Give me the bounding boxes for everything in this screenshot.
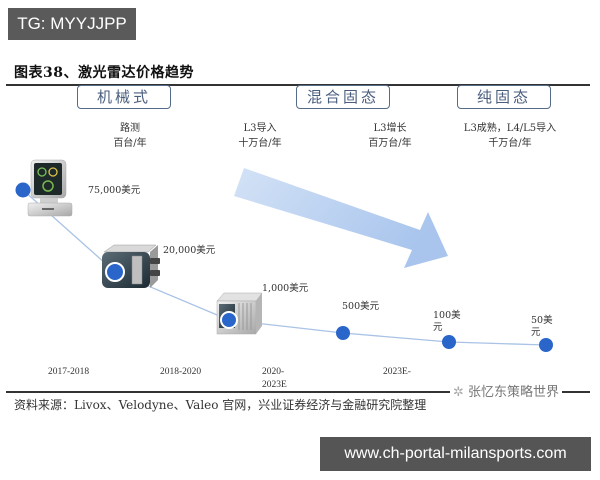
stage-note-line2: 百万台/年: [368, 138, 412, 149]
wechat-icon: ✲: [453, 385, 469, 400]
price-label-1000: 1,000美元: [262, 283, 309, 294]
price-label-75000: 75,000美元: [88, 185, 141, 196]
data-point-2017: [15, 182, 31, 198]
data-point-2020: [220, 311, 238, 329]
url-badge: www.ch-portal-milansports.com: [320, 437, 591, 471]
stage-note-road-test: 路测 百台/年: [100, 121, 160, 151]
price-trend-line: [22, 189, 547, 346]
price-label-20000: 20,000美元: [163, 245, 216, 256]
year-label-line1: 2023E-: [383, 367, 411, 377]
phase-hybrid-solid-state: 混合固态: [296, 85, 390, 109]
stage-note-l3-growth: L3增长 百万台/年: [355, 121, 425, 151]
bottom-rule: [6, 391, 590, 393]
stage-note-line1: L3增长: [373, 123, 407, 134]
price-label-100: 100美元: [433, 310, 461, 333]
price-label-500: 500美元: [342, 301, 380, 312]
stage-note-line1: L3成熟，L4/L5导入: [463, 123, 557, 134]
watermark-text: 张忆东策略世界: [468, 385, 560, 400]
year-label-line1: 2017-2018: [48, 367, 90, 377]
price-label-50: 50美元: [531, 315, 553, 338]
trend-arrow-icon: [234, 168, 448, 268]
year-label-line1: 2020-: [262, 367, 285, 377]
stage-note-line2: 百台/年: [113, 138, 147, 149]
phase-mechanical: 机械式: [77, 85, 171, 109]
tg-badge: TG: MYYJJPP: [8, 8, 136, 40]
year-label-2023e: 2023E-: [383, 366, 411, 379]
year-label-2018-2020: 2018-2020: [160, 366, 201, 379]
figure-title: 图表38、激光雷达价格趋势: [14, 65, 194, 81]
year-label-2017-2018: 2017-2018: [48, 366, 89, 379]
year-label-2020-2023e: 2020- 2023E: [262, 366, 287, 392]
data-point-future-1: [442, 335, 456, 349]
stage-note-l3-mature: L3成熟，L4/L5导入 千万台/年: [440, 121, 580, 151]
stage-note-line1: 路测: [120, 123, 140, 134]
watermark: ✲ 张忆东策略世界: [450, 381, 563, 400]
phase-pure-solid-state: 纯固态: [457, 85, 551, 109]
data-point-2023: [336, 326, 350, 340]
data-point-future-2: [539, 338, 553, 352]
mechanical-lidar-icon: [27, 159, 73, 217]
year-label-line1: 2018-2020: [160, 367, 202, 377]
year-label-line2: 2023E: [262, 380, 287, 390]
source-note: 资料来源：Livox、Velodyne、Valeo 官网，兴业证券经济与金融研究…: [14, 398, 427, 412]
data-point-2018: [105, 262, 125, 282]
stage-note-l3-intro: L3导入 十万台/年: [225, 121, 295, 151]
stage-note-line2: 千万台/年: [488, 138, 532, 149]
stage-note-line1: L3导入: [243, 123, 277, 134]
stage-note-line2: 十万台/年: [238, 138, 282, 149]
